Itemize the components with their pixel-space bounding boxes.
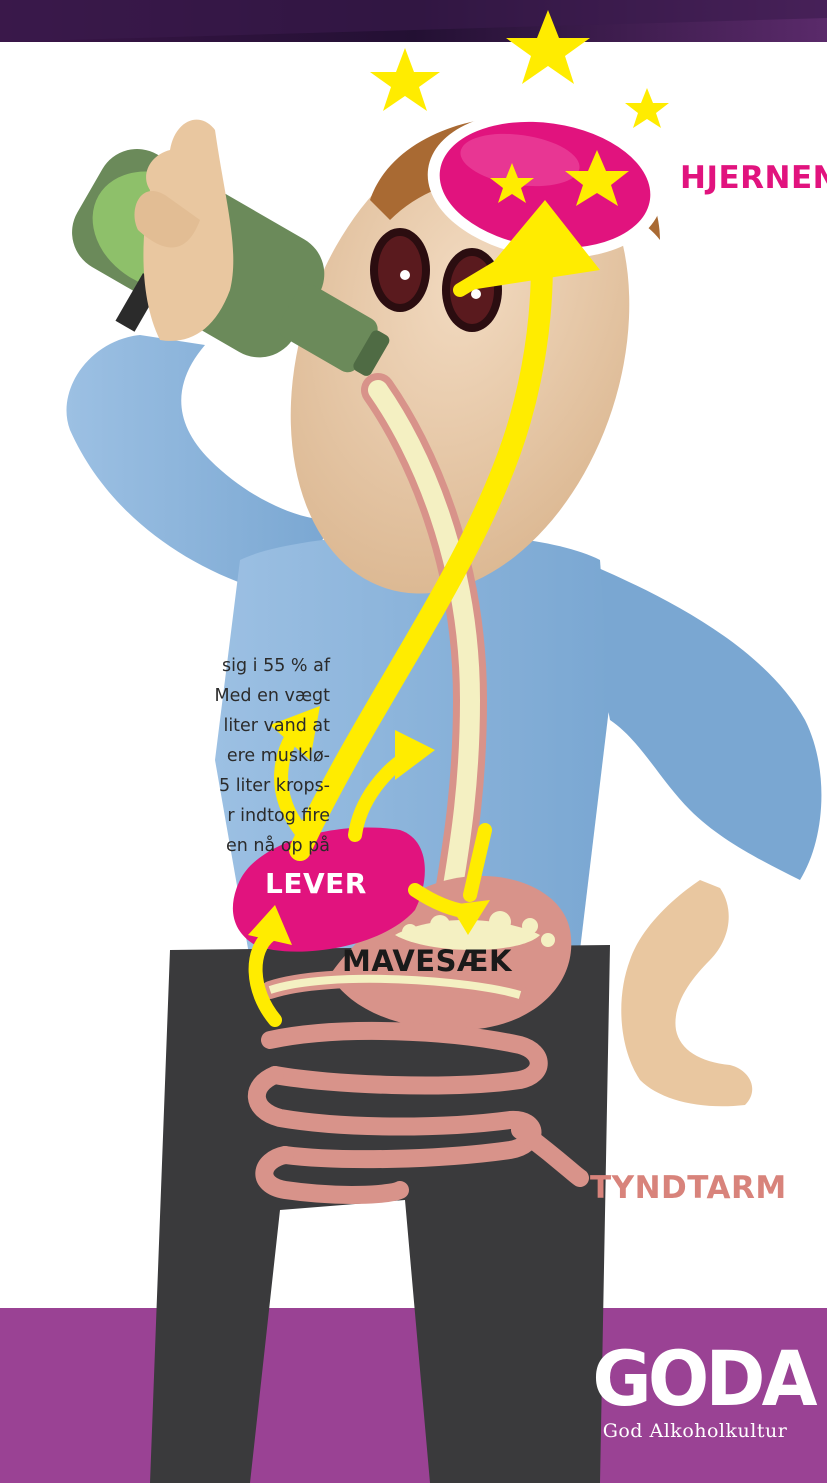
goda-logo: GODA God Alkoholkultur xyxy=(587,1342,803,1446)
body-text-line: r indtog fire xyxy=(0,801,336,831)
body-text-line: 5 liter krops- xyxy=(0,771,336,801)
logo-wordmark: GODA xyxy=(592,1342,797,1416)
brain-label: HJERNEN xyxy=(680,160,827,196)
stomach-label: MAVESÆK xyxy=(342,944,512,978)
body-text-line: ere musklø- xyxy=(0,741,336,771)
body-text-block: sig i 55 % af Med en vægt liter vand at … xyxy=(0,651,336,891)
body-text-line: en nå op på xyxy=(0,831,336,861)
side-arm xyxy=(580,560,821,880)
body-text-line: Med en vægt xyxy=(0,681,336,711)
body-text-line: liter vand at xyxy=(0,711,336,741)
small-intestine-label: TYNDTARM xyxy=(590,1170,787,1206)
body-text-line: sig i 55 % af xyxy=(0,651,336,681)
hip-hand xyxy=(621,880,752,1106)
